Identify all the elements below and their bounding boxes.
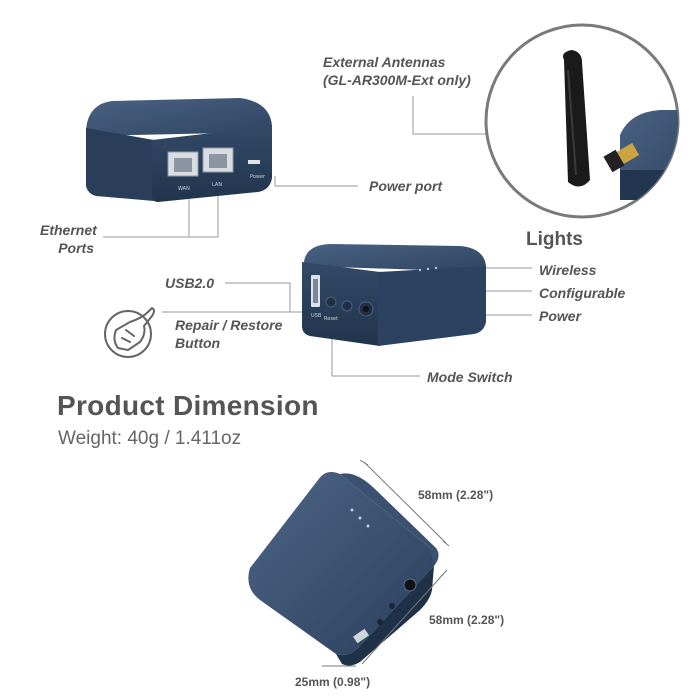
wireless-light-label: Wireless <box>539 262 597 278</box>
length-dimension: 58mm (2.28") <box>418 488 494 502</box>
antenna-zoom-circle <box>484 23 680 219</box>
power-port-label: Power port <box>369 178 443 194</box>
external-antennas-line1: External Antennas <box>323 54 446 70</box>
mode-switch-label: Mode Switch <box>427 369 513 385</box>
power-light-label: Power <box>539 308 582 324</box>
ethernet-ports-label: Ethernet Ports <box>40 221 97 257</box>
width-dimension: 58mm (2.28") <box>429 613 505 627</box>
ethernet-line2: Ports <box>58 240 94 256</box>
dimension-lines <box>322 459 450 667</box>
lights-heading: Lights <box>526 229 583 250</box>
external-antennas-line2: (GL-AR300M-Ext only) <box>323 72 471 88</box>
usb-label: USB2.0 <box>165 275 215 291</box>
repair-line2: Button <box>175 335 221 351</box>
router-front-view: WAN LAN Power <box>86 98 272 202</box>
repair-line1: Repair / Restore <box>175 317 283 333</box>
reset-marking: Reset <box>324 316 338 322</box>
router-dimension-view <box>248 472 439 666</box>
wan-marking: WAN <box>178 186 190 192</box>
ethernet-line1: Ethernet <box>40 222 97 238</box>
external-antennas-label: External Antennas (GL-AR300M-Ext only) <box>323 53 471 89</box>
hand-press-icon <box>104 307 155 358</box>
repair-restore-label: Repair / Restore Button <box>175 316 282 352</box>
router-side-view: USB Reset <box>302 244 486 346</box>
weight-text: Weight: 40g / 1.411oz <box>58 428 242 449</box>
product-dimension-title: Product Dimension <box>57 390 319 421</box>
configurable-light-label: Configurable <box>539 285 626 301</box>
height-dimension: 25mm (0.98") <box>295 675 371 689</box>
usb-marking: USB <box>311 313 322 319</box>
lan-marking: LAN <box>212 182 222 188</box>
power-marking: Power <box>250 174 266 180</box>
